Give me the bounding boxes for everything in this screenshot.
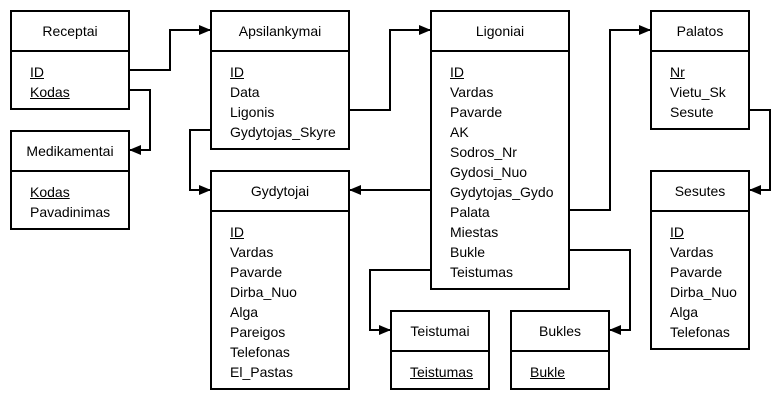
- field-sesute: Sesute: [670, 104, 714, 120]
- ligoniai-to-bukles-arrow: [570, 249, 631, 335]
- field-id: ID: [230, 64, 244, 80]
- field-data: Data: [230, 84, 260, 100]
- entity-ligoniai[interactable]: Ligoniai ID Vardas Pavarde AK Sodros_Nr …: [430, 10, 570, 290]
- field-vietu-sk: Vietu_Sk: [670, 84, 726, 100]
- receptai-to-medikamentai-arrow: [129, 89, 151, 155]
- field-vardas: Vardas: [230, 244, 274, 260]
- apsilankymai-to-ligoniai-arrow: [350, 25, 431, 111]
- apsilankymai-to-gydytojai-arrow: [189, 129, 211, 195]
- field-kodas: Kodas: [30, 84, 70, 100]
- entity-title: Bukles: [512, 312, 608, 352]
- palatos-to-sesutes-arrow: [749, 109, 771, 195]
- field-teistumas: Teistumas: [450, 264, 514, 280]
- field-gydytojas-skyre: Gydytojas_Skyre: [230, 124, 336, 140]
- field-nr: Nr: [670, 64, 685, 80]
- entity-title: Palatos: [652, 12, 748, 52]
- entity-title: Ligoniai: [432, 12, 568, 52]
- field-telefonas: Telefonas: [230, 344, 290, 360]
- field-vardas: Vardas: [670, 244, 714, 260]
- field-ak: AK: [450, 124, 469, 140]
- entity-title: Gydytojai: [212, 172, 348, 212]
- field-vardas: Vardas: [450, 84, 494, 100]
- field-id: ID: [230, 224, 244, 240]
- entity-sesutes[interactable]: Sesutes ID Vardas Pavarde Dirba_Nuo Alga…: [650, 170, 750, 350]
- entity-title: Receptai: [12, 12, 128, 52]
- entity-apsilankymai[interactable]: Apsilankymai ID Data Ligonis Gydytojas_S…: [210, 10, 350, 150]
- field-palata: Palata: [450, 204, 490, 220]
- field-kodas: Kodas: [30, 184, 70, 200]
- field-gydytojas-gydo: Gydytojas_Gydo: [450, 184, 554, 200]
- field-bukle: Bukle: [530, 364, 566, 380]
- entity-title: Medikamentai: [12, 132, 128, 172]
- entity-receptai[interactable]: Receptai ID Kodas: [10, 10, 130, 110]
- field-miestas: Miestas: [450, 224, 499, 240]
- field-dirba-nuo: Dirba_Nuo: [670, 284, 737, 300]
- entity-title: Sesutes: [652, 172, 748, 212]
- entity-title: Apsilankymai: [212, 12, 348, 52]
- field-alga: Alga: [670, 304, 699, 320]
- field-pavarde: Pavarde: [450, 104, 503, 120]
- receptai-to-apsilankymai-arrow: [130, 25, 211, 71]
- field-bukle: Bukle: [450, 244, 486, 260]
- field-teistumas: Teistumas: [410, 364, 474, 380]
- field-el-pastas: El_Pastas: [230, 364, 294, 380]
- ligoniai-to-palatos-arrow: [570, 25, 651, 211]
- field-id: ID: [30, 64, 44, 80]
- field-gydosi-nuo: Gydosi_Nuo: [450, 164, 528, 180]
- field-pareigos: Pareigos: [230, 324, 286, 340]
- entity-palatos[interactable]: Palatos Nr Vietu_Sk Sesute: [650, 10, 750, 130]
- entity-gydytojai[interactable]: Gydytojai ID Vardas Pavarde Dirba_Nuo Al…: [210, 170, 350, 390]
- field-pavadinimas: Pavadinimas: [30, 204, 111, 220]
- field-id: ID: [450, 64, 464, 80]
- entity-bukles[interactable]: Bukles Bukle: [510, 310, 610, 390]
- field-pavarde: Pavarde: [230, 264, 283, 280]
- field-id: ID: [670, 224, 684, 240]
- entity-teistumai[interactable]: Teistumai Teistumas: [390, 310, 490, 390]
- entity-title: Teistumai: [392, 312, 488, 352]
- entity-medikamentai[interactable]: Medikamentai Kodas Pavadinimas: [10, 130, 130, 230]
- field-alga: Alga: [230, 304, 259, 320]
- field-pavarde: Pavarde: [670, 264, 723, 280]
- field-dirba-nuo: Dirba_Nuo: [230, 284, 297, 300]
- field-ligonis: Ligonis: [230, 104, 275, 120]
- field-sodros-nr: Sodros_Nr: [450, 144, 517, 160]
- field-telefonas: Telefonas: [670, 324, 730, 340]
- ligoniai-to-teistumai-arrow: [369, 269, 430, 335]
